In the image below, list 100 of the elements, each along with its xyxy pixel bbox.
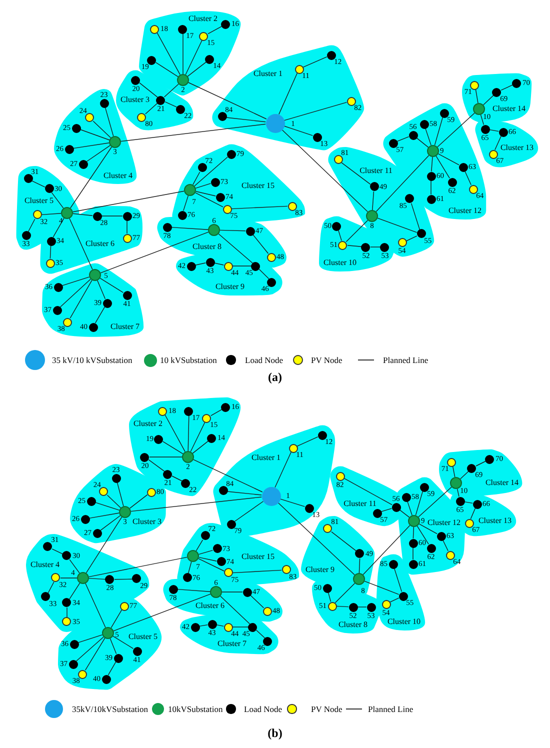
power-line	[112, 636, 134, 649]
panel-label: (a)	[268, 371, 282, 383]
power-line	[194, 192, 224, 208]
power-line	[73, 142, 110, 149]
power-line	[164, 414, 186, 452]
cluster-label: Cluster 7	[110, 323, 140, 331]
power-line	[234, 501, 264, 522]
cluster-label: Cluster 4	[30, 560, 60, 569]
power-line	[148, 459, 165, 472]
cluster-label: Cluster 6	[85, 240, 115, 248]
power-line	[199, 624, 208, 627]
power-line	[78, 634, 103, 643]
power-line	[164, 84, 179, 98]
power-line	[274, 452, 292, 488]
cluster-label: Cluster 8	[338, 621, 368, 629]
power-line	[188, 82, 267, 120]
power-line	[357, 606, 367, 608]
power-line	[218, 234, 253, 264]
cluster-label: Cluster 15	[241, 182, 275, 190]
power-line	[452, 466, 456, 478]
cluster-label: Cluster 2	[188, 15, 218, 23]
power-line	[464, 170, 472, 186]
power-line	[188, 415, 190, 452]
power-line	[415, 490, 424, 516]
power-line	[156, 32, 180, 76]
power-line	[48, 582, 54, 594]
panel-label: (b)	[268, 727, 282, 739]
power-line	[192, 172, 200, 186]
legend-label: PV Node	[311, 704, 342, 714]
power-line	[80, 129, 110, 140]
legend-label: PV Node	[311, 356, 342, 364]
power-line	[28, 218, 36, 232]
power-line	[210, 408, 222, 416]
power-line	[489, 129, 499, 132]
power-line	[187, 61, 207, 77]
legend-label: Planned Line	[383, 356, 428, 364]
power-line	[72, 190, 184, 212]
power-line	[284, 102, 348, 121]
power-line	[32, 180, 46, 188]
power-line	[108, 662, 116, 676]
cluster-label: Cluster 5	[128, 633, 158, 641]
legend-label: 35kV/10kVSubstation	[72, 704, 148, 714]
power-line	[331, 531, 357, 552]
power-line	[412, 526, 414, 539]
cluster-label: Cluster 12	[448, 207, 482, 215]
power-line	[220, 230, 246, 232]
power-line	[220, 596, 250, 624]
power-line	[483, 94, 494, 106]
power-line	[198, 558, 224, 572]
power-line	[66, 607, 68, 618]
cluster-label: Cluster 1	[253, 70, 283, 78]
power-line	[364, 580, 400, 595]
power-line	[149, 456, 182, 458]
power-line	[396, 136, 410, 142]
power-line	[70, 146, 112, 208]
power-line	[250, 594, 264, 608]
power-line	[155, 62, 178, 78]
cluster-label: Cluster 8	[192, 243, 222, 251]
power-line	[69, 559, 80, 574]
power-line	[195, 183, 212, 189]
power-line	[252, 234, 269, 254]
cluster-label: Cluster 14	[485, 479, 519, 487]
power-line	[130, 496, 262, 512]
power-line	[302, 56, 328, 68]
power-line	[328, 592, 332, 602]
power-line	[390, 598, 400, 602]
power-line	[92, 120, 112, 138]
power-line	[278, 502, 355, 576]
power-line	[194, 156, 228, 186]
power-line	[113, 594, 211, 632]
legend-label: 35 kV/10 kVSubstation	[52, 356, 132, 364]
power-line	[190, 422, 206, 452]
cluster-label: Cluster 7	[217, 640, 247, 648]
power-line	[76, 636, 104, 662]
power-line	[416, 137, 429, 148]
power-line	[116, 482, 124, 507]
legend-label: Load Node	[245, 356, 284, 364]
power-line	[145, 102, 158, 114]
power-line	[89, 512, 120, 519]
power-line	[192, 440, 209, 454]
power-line	[52, 218, 64, 238]
power-line	[100, 515, 121, 531]
power-line	[185, 40, 202, 75]
power-line	[84, 638, 106, 671]
power-line	[460, 470, 470, 480]
power-line	[195, 191, 216, 196]
cluster-label: Cluster 5	[24, 196, 54, 205]
power-line	[407, 500, 412, 516]
power-line	[380, 508, 392, 512]
power-line	[216, 624, 224, 627]
power-line	[227, 491, 262, 496]
power-line	[86, 145, 110, 162]
power-line	[100, 278, 124, 293]
power-line	[232, 570, 282, 574]
power-line	[418, 486, 452, 518]
power-line	[41, 213, 62, 216]
power-line	[97, 280, 106, 300]
power-line	[296, 436, 318, 447]
power-line	[437, 112, 475, 148]
power-line	[476, 460, 486, 466]
